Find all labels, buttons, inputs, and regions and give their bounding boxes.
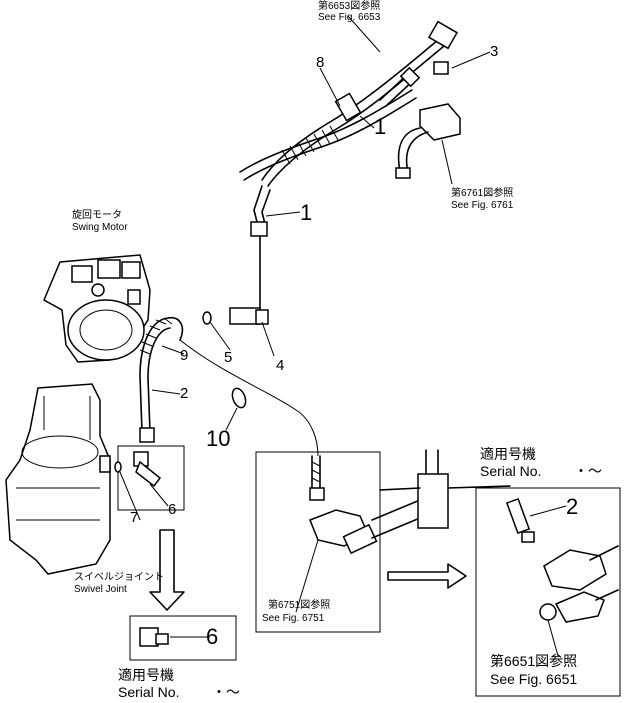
swivel-joint bbox=[5, 383, 111, 575]
right-arrow bbox=[387, 563, 467, 589]
label-swing-motor-en: Swing Motor bbox=[72, 222, 128, 233]
swing-motor bbox=[43, 254, 151, 363]
label-swivel-joint-en: Swivel Joint bbox=[74, 584, 127, 595]
note-fig6751-en: See Fig. 6751 bbox=[262, 613, 325, 624]
o-ring-7 bbox=[114, 461, 122, 473]
callout-6-lower: 6 bbox=[206, 624, 218, 649]
clamp-10 bbox=[231, 387, 247, 409]
note-fig6751-jp: 第6751図参照 bbox=[268, 598, 330, 611]
down-arrow bbox=[149, 529, 185, 611]
callout-1-top: 1 bbox=[374, 114, 386, 139]
callout-2-inset: 2 bbox=[566, 494, 578, 519]
note-fig6651-jp: 第6651図参照 bbox=[490, 653, 577, 669]
callout-5: 5 bbox=[224, 349, 232, 366]
detail-box-6651 bbox=[475, 487, 621, 697]
serial-top-en: Serial No. bbox=[480, 463, 541, 479]
detail-box-6 bbox=[117, 445, 185, 511]
note-fig6653-en: See Fig. 6653 bbox=[318, 12, 381, 23]
detail-box-6751 bbox=[255, 451, 381, 633]
frame-structure bbox=[379, 449, 511, 529]
note-fig6653-jp: 第6653図参照 bbox=[318, 0, 380, 12]
callout-9: 9 bbox=[180, 347, 188, 364]
callout-10: 10 bbox=[206, 426, 230, 451]
label-swing-motor-jp: 旋回モータ bbox=[72, 208, 122, 221]
callout-3: 3 bbox=[490, 43, 498, 60]
leader-lines bbox=[149, 15, 567, 657]
serial-bottom-jp: 適用号機 bbox=[118, 667, 174, 683]
o-ring-5 bbox=[202, 311, 212, 325]
serial-bottom-range: ・～ bbox=[212, 684, 240, 700]
hose-2 bbox=[139, 316, 184, 443]
elbow-6 bbox=[133, 451, 162, 488]
serial-top: 適用号機 Serial No. ・～ bbox=[480, 446, 602, 479]
callout-7: 7 bbox=[130, 509, 138, 526]
callout-1-hose: 1 bbox=[300, 200, 312, 225]
callout-2-left: 2 bbox=[180, 385, 188, 402]
valve-6651 bbox=[505, 497, 619, 623]
detail-box-6-new bbox=[129, 615, 237, 661]
serial-top-range: ・～ bbox=[574, 463, 602, 479]
serial-top-jp: 適用号機 bbox=[480, 446, 536, 462]
note-fig6761-en: See Fig. 6761 bbox=[451, 200, 514, 211]
note-fig6761-jp: 第6761図参照 bbox=[451, 186, 513, 199]
hose-to-valve bbox=[179, 339, 319, 457]
upper-hose-assembly bbox=[239, 20, 461, 237]
callout-labels: 第6653図参照 See Fig. 6653 3 8 1 第6761図参照 Se… bbox=[72, 0, 578, 687]
callout-8: 8 bbox=[316, 54, 324, 71]
leader-7 bbox=[119, 471, 141, 521]
serial-bottom: 適用号機 Serial No. ・～ bbox=[118, 667, 240, 700]
elbow-6-new bbox=[139, 627, 169, 647]
note-fig6651-en: See Fig. 6651 bbox=[490, 671, 577, 687]
label-swivel-joint-jp: スイベルジョイント bbox=[74, 571, 164, 583]
callout-6-main: 6 bbox=[168, 501, 176, 518]
serial-bottom-en: Serial No. bbox=[118, 684, 179, 700]
callout-4: 4 bbox=[276, 357, 284, 374]
fitting-4 bbox=[229, 235, 269, 325]
